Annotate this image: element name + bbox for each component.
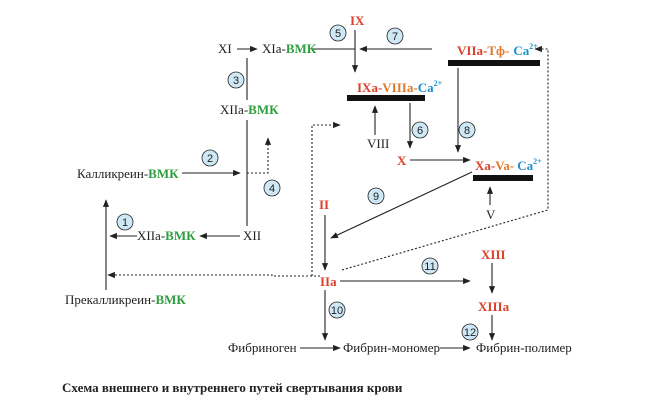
figure-caption: Схема внешнего и внутреннего путей сверт… (62, 380, 403, 395)
dotted-arrow-to-xiia (247, 137, 272, 174)
step-10: 10 (331, 305, 343, 317)
label-fibrinogen: Фибриноген (228, 340, 297, 355)
node-viia-tf-ca: VIIa-Тф-Ca2+ (457, 42, 538, 58)
step-3: 3 (233, 75, 239, 87)
complex-bar-viia-tf (448, 60, 540, 66)
dotted-arrow-iia-to-prekallikrein (107, 271, 320, 279)
step-9: 9 (373, 191, 379, 203)
label-viii: VIII (367, 136, 389, 151)
step-6: 6 (417, 125, 423, 137)
step-11: 11 (424, 261, 435, 273)
label-fibrin-polymer: Фибрин-полимер (476, 340, 572, 355)
label-iia: IIa (320, 274, 337, 289)
step-12: 12 (464, 327, 476, 339)
label-fibrin-monomer: Фибрин-мономер (343, 340, 440, 355)
step-1: 1 (122, 217, 128, 229)
label-xiii: XIII (481, 247, 506, 262)
node-kallikrein-vmk: Калликреин-ВМК (77, 166, 179, 181)
step-5: 5 (335, 28, 341, 40)
arrow-xa-to-ii (330, 171, 473, 239)
step-8: 8 (464, 125, 470, 137)
step-circles: 1 2 3 4 5 6 7 8 9 10 11 12 (116, 24, 479, 341)
label-xi: XI (218, 41, 232, 56)
dotted-arrow-iia-to-ixa (311, 121, 341, 277)
node-prekallikrein-vmk: Прекалликреин-ВМК (65, 292, 186, 307)
node-xia-vmk: XIa-ВМК (262, 41, 317, 56)
label-xii: XII (243, 228, 261, 243)
label-v: V (486, 207, 496, 222)
label-ii: II (319, 197, 329, 212)
node-ixa-viiia-ca: IXa-VIIIa-Ca2+ (357, 79, 443, 95)
node-xiia-vmk-bottom: XIIa-ВМК (137, 228, 196, 243)
label-xiiia: XIIIa (478, 299, 510, 314)
step-4: 4 (269, 183, 275, 195)
step-2: 2 (207, 153, 213, 165)
node-xa-va-ca: Xa-Va-Ca2+ (475, 157, 542, 173)
label-ix: IX (350, 13, 365, 28)
complex-bar-xa-va (473, 175, 533, 181)
step-7: 7 (392, 31, 398, 43)
node-xiia-vmk-top: XIIa-ВМК (220, 102, 279, 117)
complex-bar-ixa-viiia (347, 95, 425, 101)
label-x: X (397, 153, 407, 168)
